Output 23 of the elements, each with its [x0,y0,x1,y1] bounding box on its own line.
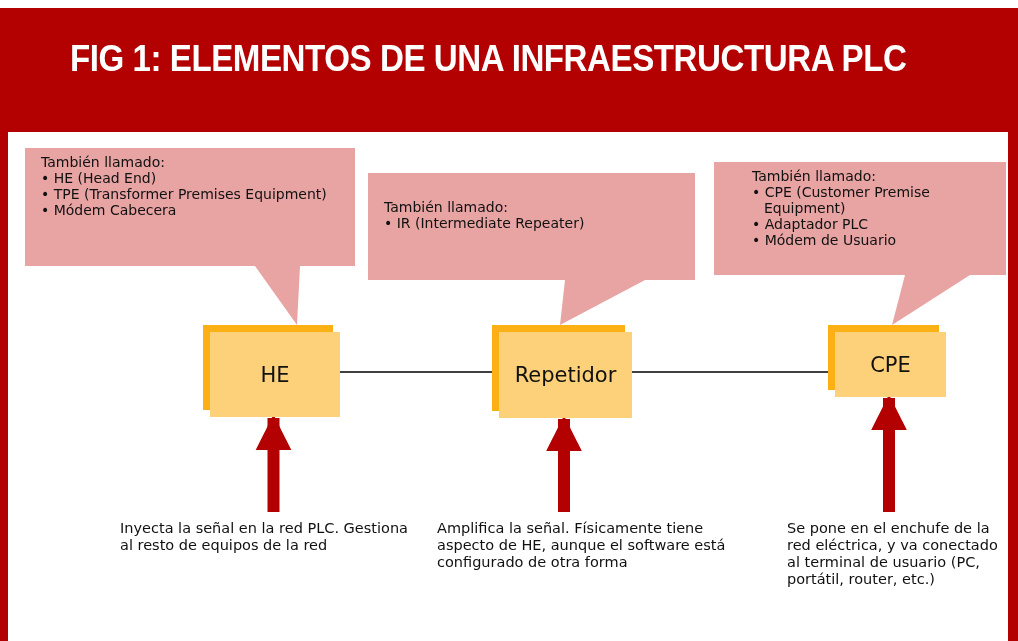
description-text: Inyecta la señal en la red PLC. Gestiona al resto de equipos de la red [120,520,410,580]
callout-heading: También llamado: [41,154,166,170]
bullet-item: • Adaptador PLC [752,216,870,232]
description-text: Se pone en el enchufe de la red eléctrica, y va conectado al terminal de usuario (PC, portátil, router, etc.) [787,520,1007,620]
description-text: Amplifica la señal. Físicamente tiene aspecto de HE, aunque el software está configurado de otra forma [437,520,737,600]
callout-heading: También llamado: [384,199,509,215]
title: FIG 1: ELEMENTOS DE UNA INFRAESTRUCTURA PLC [70,38,907,80]
callout-bubble [714,162,1006,325]
device-label: Repetidor [514,363,617,387]
bullet-item: • HE (Head End) [41,170,158,186]
callout-heading: También llamado: [752,168,877,184]
device-box [828,325,946,397]
bullet-item: • IR (Intermediate Repeater) [384,215,586,231]
bullet-item: • Módem de Usuario [752,232,898,248]
device-label: CPE [870,352,911,377]
device-box [203,325,340,417]
callout-bubble [368,173,695,325]
callout-bubble [25,148,355,325]
bullet-item: • TPE (Transformer Premises Equipment) [41,186,328,202]
device-label: HE [260,362,290,387]
bullet-item: • CPE (Customer Premise Equipment) [752,184,931,216]
bullet-item: • Módem Cabecera [41,202,178,218]
device-box [492,325,632,418]
